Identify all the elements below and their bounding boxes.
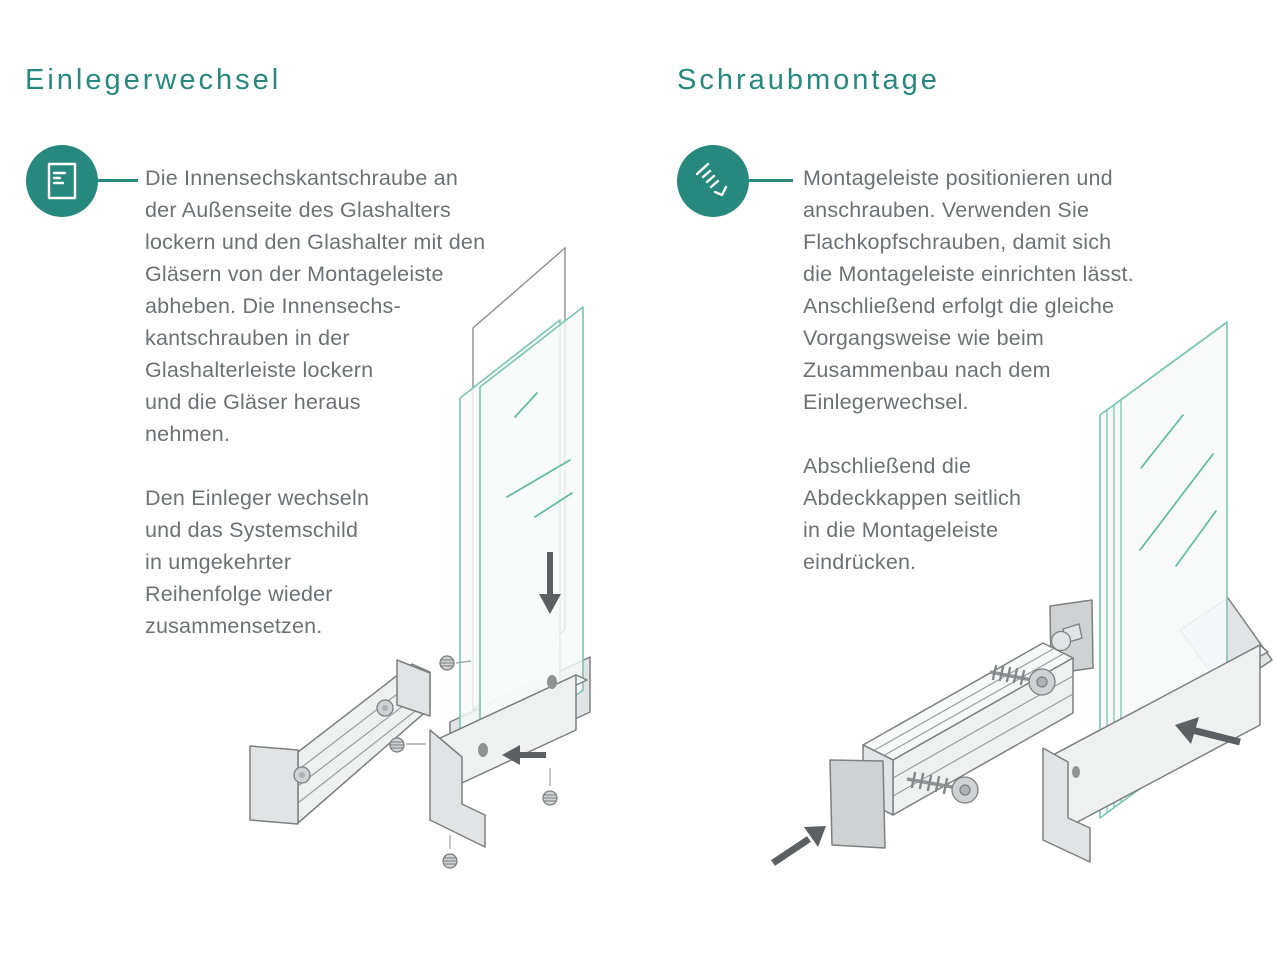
flat-head-screw bbox=[906, 771, 979, 804]
einlegerwechsel-illustration bbox=[249, 246, 591, 869]
step-badge bbox=[26, 145, 98, 217]
instruction-paragraph: Die Innensechskantschraube an der Außens… bbox=[145, 166, 486, 446]
set-screw bbox=[542, 768, 558, 806]
section-title-schraubmontage: Schraubmontage bbox=[677, 64, 940, 96]
mounting-rail bbox=[249, 659, 431, 825]
glass-holder-channel bbox=[429, 674, 588, 848]
set-screw bbox=[442, 835, 458, 869]
flat-head-screw bbox=[989, 664, 1056, 696]
step-badge bbox=[677, 145, 749, 217]
front-glass-pane bbox=[479, 306, 584, 771]
einlegerwechsel-text: Die Innensechskantschraube an der Außens… bbox=[145, 162, 555, 674]
instruction-paragraph: Montageleiste positionieren und anschrau… bbox=[803, 166, 1134, 414]
set-screw bbox=[389, 737, 426, 753]
badge-connector-line bbox=[749, 179, 793, 182]
cover-cap-arrow bbox=[771, 826, 826, 866]
section-title-einlegerwechsel: Einlegerwechsel bbox=[25, 64, 282, 96]
schraubmontage-text: Montageleiste positionieren und anschrau… bbox=[803, 162, 1243, 610]
down-arrow bbox=[539, 552, 561, 614]
instruction-paragraph: Abschließend die Abdeckkappen seitlich i… bbox=[803, 454, 1022, 574]
document-icon bbox=[47, 162, 77, 200]
badge-connector-line bbox=[98, 179, 138, 182]
screw-icon bbox=[695, 162, 728, 197]
cover-cap bbox=[829, 759, 886, 849]
push-direction-arrow bbox=[1175, 717, 1241, 746]
set-screw bbox=[439, 655, 472, 671]
instruction-paragraph: Den Einleger wechseln und das Systemschi… bbox=[145, 486, 370, 638]
schraubmontage-illustration bbox=[771, 321, 1273, 866]
insert-direction-arrow bbox=[502, 745, 546, 765]
base-channel bbox=[1042, 644, 1261, 863]
